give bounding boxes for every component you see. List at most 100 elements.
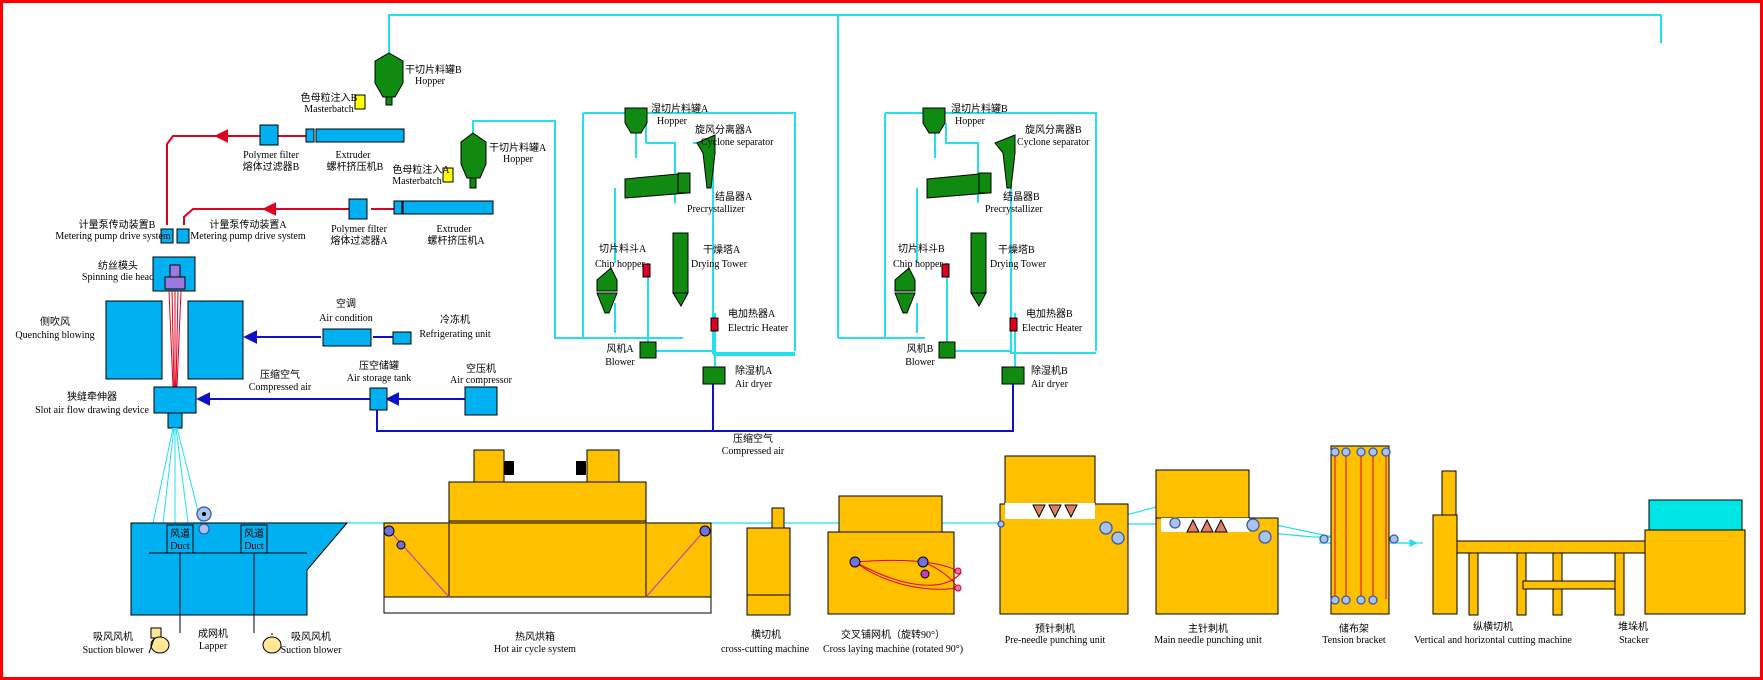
label-extruder-a-cn: 螺杆挤压机A — [427, 234, 485, 247]
label-blower-b-en: Blower — [905, 357, 935, 368]
extruder-a-icon — [402, 200, 494, 215]
label-chip-hopper-a-en: Chip hopper — [595, 259, 645, 270]
hot-air-oven-icon — [383, 522, 712, 598]
air-storage-tank-icon — [369, 387, 388, 411]
label-duct-2-cn: 风道 — [244, 527, 264, 540]
cutting-and-stacking — [1432, 470, 1746, 616]
label-duct-1-en: Duct — [170, 541, 190, 552]
label-quenching-en: Quenching blowing — [15, 330, 94, 341]
label-cyclone-b-cn: 旋风分离器B — [1025, 123, 1082, 136]
hot-air-oven — [383, 449, 712, 614]
hopper-a-icon — [460, 132, 487, 179]
cross-laying — [827, 495, 962, 615]
label-lapper-en: Lapper — [199, 641, 228, 652]
label-slot-air-en: Slot air flow drawing device — [35, 405, 149, 416]
main-needle-punching-unit-icon — [1155, 517, 1279, 615]
label-cross-cut-cn: 横切机 — [751, 628, 781, 641]
label-spinning-cn: 纺丝模头 — [98, 259, 138, 272]
label-vh-cut-en: Vertical and horizontal cutting machine — [1414, 635, 1572, 646]
label-hot-air-en: Hot air cycle system — [494, 644, 576, 655]
label-cryst-a-cn: 结晶器A — [715, 190, 753, 203]
label-polymer-filter-a-en: Polymer filter — [331, 224, 387, 235]
chip-hopper-b-icon — [894, 267, 916, 292]
cross-cutter — [746, 507, 791, 616]
label-drying-a-en: Drying Tower — [691, 259, 748, 270]
drying-tower-b-icon — [970, 232, 987, 294]
svg-text:交叉铺网机（旋转90°）Cross laying machi: 交叉铺网机（旋转90°）Cross laying machine (rotate… — [823, 628, 963, 655]
label-metering-b-en: Metering pump drive system — [55, 231, 170, 242]
label-dryer-a-en: Air dryer — [735, 379, 773, 390]
label-cyclone-a-cn: 旋风分离器A — [695, 123, 753, 136]
label-wet-hopper-b-en: Hopper — [955, 116, 986, 127]
label-suction-1-en: Suction blower — [83, 645, 144, 656]
extruder-a — [348, 132, 494, 220]
label-hopper-a-en: Hopper — [503, 154, 534, 165]
label-compressed-air-2-cn: 压缩空气 — [733, 432, 773, 445]
lapper-icon — [130, 522, 349, 616]
label-refrigerating-en: Refrigerating unit — [419, 329, 491, 340]
label-heater-b-cn: 电加热器B — [1026, 307, 1073, 320]
label-extruder-b-cn: 螺杆挤压机B — [327, 160, 384, 173]
air-condition-icon — [322, 328, 372, 347]
label-chip-hopper-a-cn: 切片料斗A — [599, 242, 647, 255]
refrigerating-unit-icon — [392, 331, 412, 345]
label-pre-needle-cn: 预针刺机 — [1035, 622, 1075, 635]
label-main-needle-en: Main needle punching unit — [1154, 635, 1262, 646]
wet-hopper-b-icon — [922, 107, 946, 134]
cyclone-a-icon — [696, 134, 716, 189]
label-blower-a-en: Blower — [605, 357, 635, 368]
label-drying-b-cn: 干燥塔B — [998, 243, 1035, 256]
spinning-section — [105, 228, 498, 524]
drying-line-a — [596, 107, 726, 385]
label-heater-a-cn: 电加热器A — [728, 307, 776, 320]
cross-cutting-machine-icon — [746, 527, 791, 616]
label-dryer-a-cn: 除湿机A — [735, 364, 773, 377]
label-masterbatch-b-en: Masterbatch — [304, 104, 353, 115]
label-stacker-cn: 堆垛机 — [1618, 620, 1648, 633]
label-suction-2-cn: 吸风风机 — [291, 630, 331, 643]
label-lapper-cn: 成网机 — [198, 627, 228, 640]
label-hopper-a-cn: 干切片料罐A — [489, 141, 547, 154]
label-cyclone-a-en: Cyclone separator — [701, 137, 774, 148]
label-cryst-b-en: Precrystallizer — [985, 204, 1043, 215]
label-hot-air-cn: 热风烘箱 — [515, 630, 555, 643]
label-heater-b-en: Electric Heater — [1022, 323, 1083, 334]
tension-bracket — [1319, 445, 1399, 615]
label-duct-1-cn: 风道 — [170, 527, 190, 540]
label-compressed-air-2-en: Compressed air — [722, 446, 785, 457]
label-spinning-en: Spinning die head — [82, 272, 154, 283]
label-dryer-b-cn: 除湿机B — [1031, 364, 1068, 377]
cross-laying-machine-icon — [827, 531, 955, 615]
hot-air-oven-top-icon — [448, 481, 647, 525]
label-masterbatch-a-cn: 色母粒注入A — [392, 163, 450, 176]
drying-tower-a-icon — [672, 232, 689, 294]
label-polymer-filter-b-cn: 熔体过滤器B — [243, 160, 300, 173]
label-air-condition-en: Air condition — [319, 313, 373, 324]
label-air-compressor-en: Air compressor — [450, 375, 513, 386]
